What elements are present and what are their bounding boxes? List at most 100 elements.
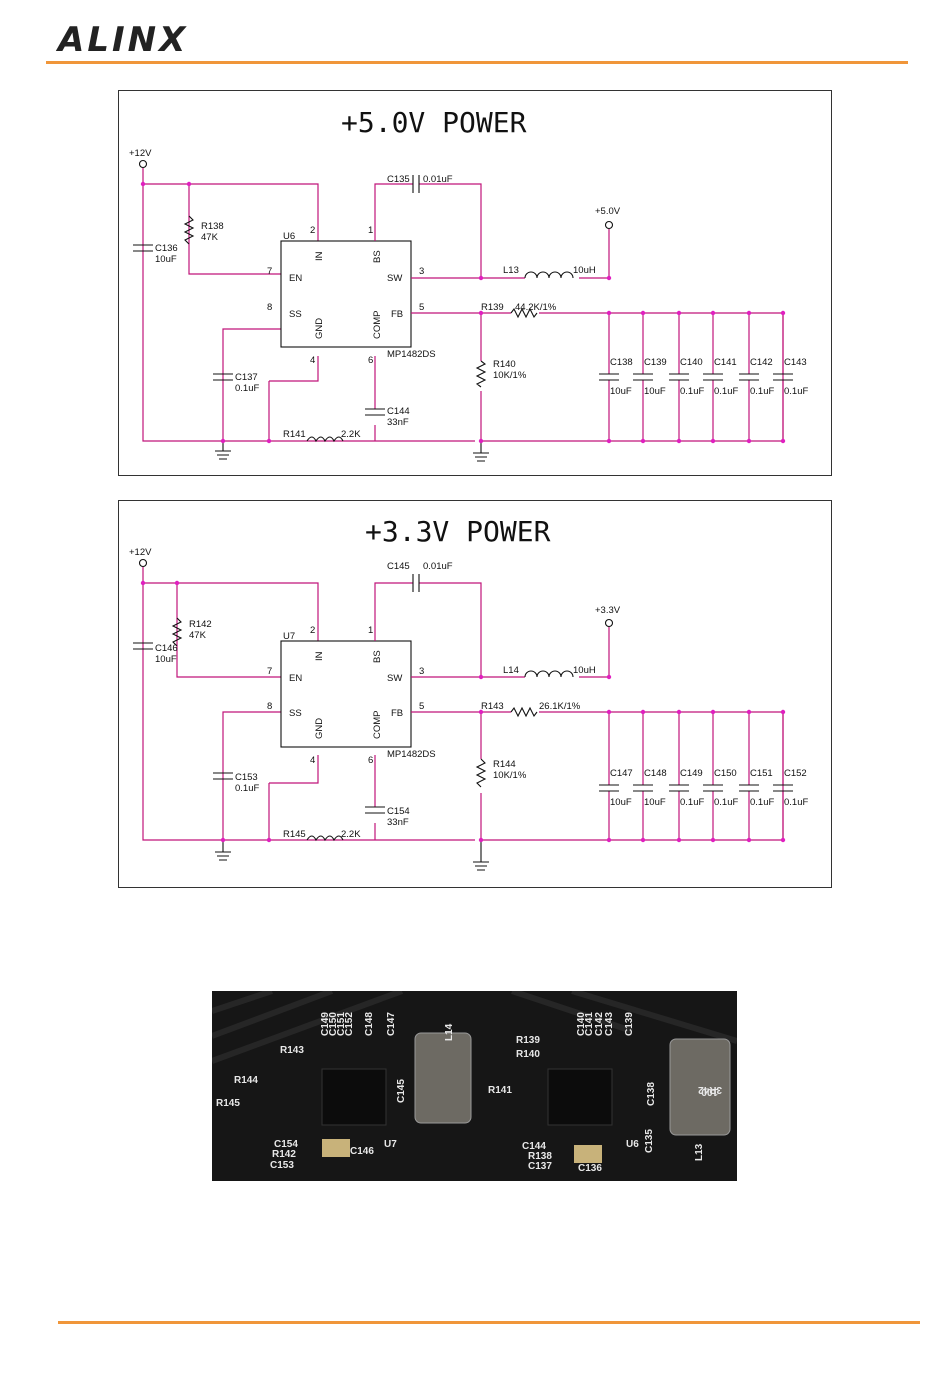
c153-value: 0.1uF <box>235 783 259 794</box>
u7-ic <box>321 1068 387 1126</box>
ground-symbol <box>473 441 489 462</box>
pin-ss: SS <box>289 309 302 320</box>
pin-bs: BS <box>372 250 383 263</box>
silkscreen-label: C141 <box>584 1012 595 1036</box>
junction-dot <box>606 310 612 316</box>
junction-dot <box>640 438 646 444</box>
l13-value: 10uH <box>573 265 596 276</box>
inductor-marking: 3R42 <box>698 1084 722 1095</box>
junction-dot <box>640 310 646 316</box>
silkscreen-label: L14 <box>444 1023 455 1041</box>
silkscreen-label: R142 <box>272 1149 296 1160</box>
c154-ref: C154 <box>387 806 410 817</box>
capacitor-ref: C139 <box>644 357 667 368</box>
pin-in: IN <box>314 651 325 661</box>
capacitor-ref: C147 <box>610 768 633 779</box>
r144-ref: R144 <box>493 759 516 770</box>
silkscreen-label: C143 <box>604 1012 615 1036</box>
c136-capacitor <box>574 1145 602 1163</box>
r143-ref: R143 <box>481 701 504 712</box>
u6-part: MP1482DS <box>387 349 436 360</box>
schematic-3v3-power: +3.3V POWER +12V C146 10uF R142 47K C153… <box>118 500 832 888</box>
junction-dot <box>780 310 786 316</box>
r142-ref: R142 <box>189 619 212 630</box>
silkscreen-label: C145 <box>396 1079 407 1103</box>
junction-dot <box>780 837 786 843</box>
junction-dot <box>606 837 612 843</box>
c146-ref: C146 <box>155 643 178 654</box>
capacitor-value: 0.1uF <box>680 386 704 397</box>
inductor-marking: 100 <box>701 1086 718 1097</box>
header-rule <box>46 61 908 64</box>
pin-number: 1 <box>368 225 373 236</box>
capacitor-value: 0.1uF <box>750 797 774 808</box>
r141-value: 2.2K <box>341 429 361 440</box>
capacitor-ref: C138 <box>610 357 633 368</box>
junction-dot <box>710 310 716 316</box>
pin-number: 3 <box>419 666 424 677</box>
junction-dot <box>640 709 646 715</box>
pin-number: 4 <box>310 755 315 766</box>
capacitor-value: 10uF <box>610 386 632 397</box>
pin-number: 7 <box>267 666 272 677</box>
capacitor-value: 0.1uF <box>714 797 738 808</box>
r143-value: 26.1K/1% <box>539 701 581 712</box>
capacitor-ref: C152 <box>784 768 807 779</box>
l13-ref: L13 <box>503 265 519 276</box>
capacitor-value: 10uF <box>610 797 632 808</box>
silkscreen-label: U6 <box>626 1139 639 1150</box>
r139-ref: R139 <box>481 302 504 313</box>
capacitor-ref: C148 <box>644 768 667 779</box>
junction-dot <box>780 438 786 444</box>
c135-value: 0.01uF <box>423 174 453 185</box>
silkscreen-label: R140 <box>516 1049 540 1060</box>
capacitor-ref: C140 <box>680 357 703 368</box>
alinx-logo: ALINX <box>58 20 189 60</box>
junction-dot <box>676 709 682 715</box>
c153-ref: C153 <box>235 772 258 783</box>
u7-ref: U7 <box>283 631 295 642</box>
vout-label: +5.0V <box>595 206 621 217</box>
ground-symbol <box>473 840 489 871</box>
capacitor-ref: C141 <box>714 357 737 368</box>
r138-ref: R138 <box>201 221 224 232</box>
junction-dot <box>746 709 752 715</box>
silkscreen-label: R141 <box>488 1085 512 1096</box>
vin-label: +12V <box>129 148 152 159</box>
junction-dot <box>640 837 646 843</box>
pin-number: 5 <box>419 701 424 712</box>
r140-value: 10K/1% <box>493 370 527 381</box>
r139-value: 44.2K/1% <box>515 302 557 313</box>
pin-comp: COMP <box>372 311 383 340</box>
capacitor-value: 10uF <box>644 797 666 808</box>
capacitor-ref: C151 <box>750 768 773 779</box>
panel-title: +5.0V POWER <box>341 106 527 139</box>
pin-gnd: GND <box>314 718 325 739</box>
vin-terminal <box>138 159 148 169</box>
u7-part: MP1482DS <box>387 749 436 760</box>
r141-ref: R141 <box>283 429 306 440</box>
silkscreen-label: C140 <box>576 1012 587 1036</box>
pin-number: 2 <box>310 225 315 236</box>
output-capacitor-bank: C14710uFC14810uFC1490.1uFC1500.1uFC1510.… <box>599 709 808 843</box>
junction-dot <box>676 438 682 444</box>
ground-symbol <box>215 840 231 861</box>
silkscreen-label: C136 <box>578 1163 602 1174</box>
panel-title: +3.3V POWER <box>365 515 551 548</box>
silkscreen-label: C142 <box>594 1012 605 1036</box>
silkscreen-label: R138 <box>528 1151 552 1162</box>
capacitor-ref: C143 <box>784 357 807 368</box>
vout-terminal <box>604 618 614 628</box>
silkscreen-label: C154 <box>274 1139 298 1150</box>
pin-en: EN <box>289 273 302 284</box>
c137-ref: C137 <box>235 372 258 383</box>
pin-number: 4 <box>310 355 315 366</box>
silkscreen-label: R145 <box>216 1098 240 1109</box>
c136-value: 10uF <box>155 254 177 265</box>
schematic-5v-power: +5.0V POWER +12V C136 10uF R138 47K C137… <box>118 90 832 476</box>
junction-dot <box>746 837 752 843</box>
junction-dot <box>710 837 716 843</box>
silkscreen-left: R143R144R145C154R142C153C146U7C145L14C14… <box>216 1012 455 1171</box>
